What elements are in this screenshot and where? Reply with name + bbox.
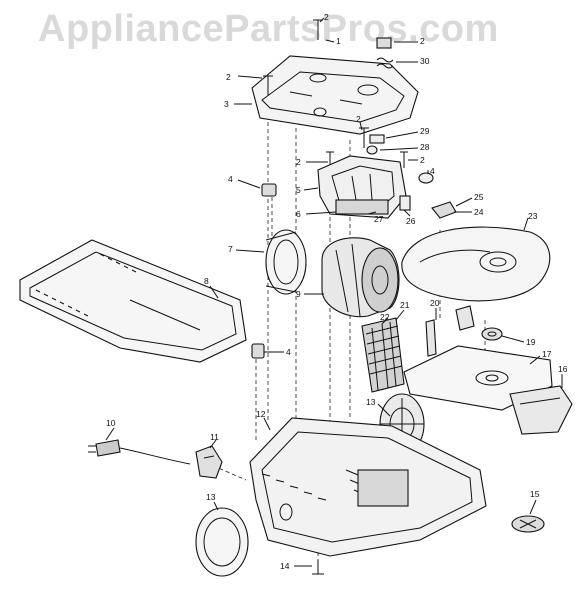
callout-30: 30 — [420, 56, 430, 66]
pin-part — [312, 560, 324, 575]
callout-15: 15 — [530, 489, 540, 499]
callout-2: 2 — [420, 155, 425, 165]
callout-10: 10 — [106, 418, 116, 428]
callout-4: 4 — [228, 174, 233, 184]
power-cord-part — [88, 439, 191, 465]
callout-4: 4 — [286, 347, 291, 357]
callout-2: 2 — [324, 12, 329, 22]
callout-1: 1 — [336, 36, 341, 46]
filter-ring-part — [265, 229, 307, 295]
callout-22: 22 — [380, 312, 390, 322]
motor-cover-part — [317, 155, 407, 219]
callout-17: 17 — [542, 349, 552, 359]
callout-9: 9 — [296, 289, 301, 299]
callout-2: 2 — [356, 114, 361, 124]
callout-labels: 2 1 2 30 2 3 2 29 28 2 2 4 4 5 6 27 26 2… — [106, 12, 568, 571]
callout-25: 25 — [474, 192, 484, 202]
callout-14: 14 — [280, 561, 290, 571]
main-body-part — [249, 417, 487, 557]
callout-5: 5 — [296, 185, 301, 195]
grille-part — [361, 317, 405, 393]
top-screws — [263, 19, 408, 168]
clip-parts — [251, 172, 434, 359]
callout-24: 24 — [474, 207, 484, 217]
callout-20: 20 — [430, 298, 440, 308]
callout-27: 27 — [374, 214, 384, 224]
callout-21: 21 — [400, 300, 410, 310]
callout-29: 29 — [420, 126, 430, 136]
bumper-part — [509, 385, 573, 435]
callout-12: 12 — [256, 409, 266, 419]
callout-6: 6 — [296, 209, 301, 219]
leader-lines — [105, 17, 563, 567]
callout-7: 7 — [228, 244, 233, 254]
callout-11: 11 — [210, 432, 219, 442]
callout-2: 2 — [296, 157, 301, 167]
top-cover-part — [251, 55, 419, 135]
callout-3: 3 — [224, 99, 229, 109]
callout-28: 28 — [420, 142, 430, 152]
callout-26: 26 — [406, 216, 416, 226]
rear-cover-part — [401, 226, 551, 302]
callout-2: 2 — [226, 72, 231, 82]
callout-23: 23 — [528, 211, 538, 221]
caster-part — [511, 515, 545, 533]
callout-8: 8 — [204, 276, 209, 286]
motor-part — [321, 237, 400, 318]
washer-part — [481, 327, 503, 341]
bracket-parts — [425, 305, 475, 357]
callout-13: 13 — [366, 397, 376, 407]
callout-19: 19 — [526, 337, 536, 347]
watermark-logo: AppliancePartsPros.com — [38, 8, 499, 50]
lid-part — [19, 239, 247, 363]
callout-13: 13 — [206, 492, 216, 502]
latch-parts — [399, 195, 457, 219]
callout-4: 4 — [430, 166, 435, 176]
rear-wheel-part — [195, 507, 249, 577]
callout-16: 16 — [558, 364, 568, 374]
cord-reel-part — [195, 445, 223, 479]
callout-2: 2 — [420, 36, 425, 46]
